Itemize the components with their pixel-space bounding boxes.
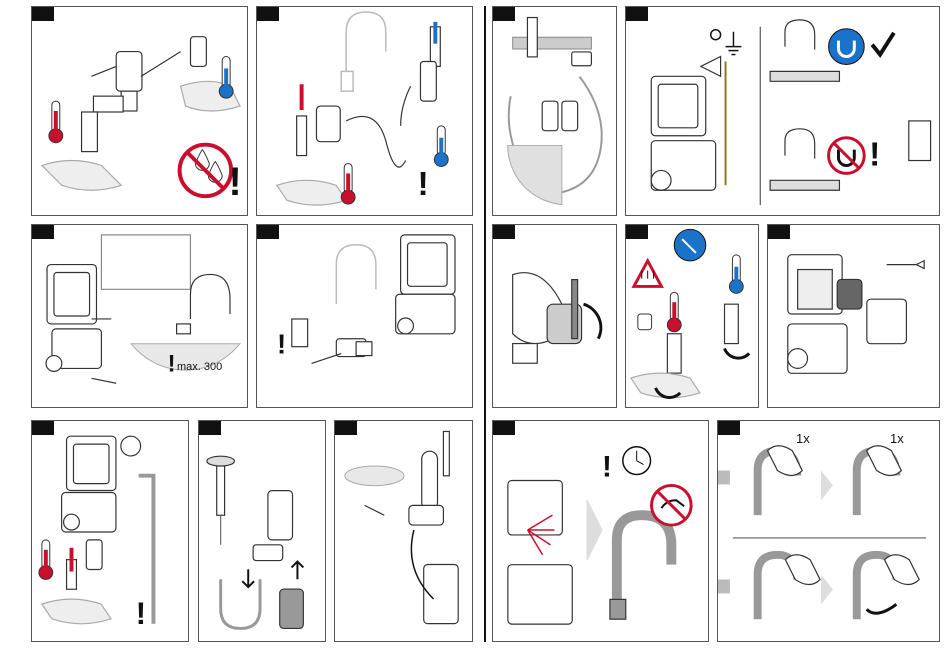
step-panel-12 bbox=[767, 224, 940, 408]
svg-text:!: ! bbox=[168, 351, 176, 377]
touch-operation-illustration bbox=[718, 421, 939, 641]
filter-hose-illustration: ! bbox=[32, 421, 188, 641]
exclamation-icon: ! bbox=[869, 136, 880, 173]
magnet-icon bbox=[829, 29, 865, 65]
grounding-illustration: ! bbox=[626, 7, 939, 215]
exclamation-icon: ! bbox=[168, 351, 176, 377]
hot-surface-warning-icon bbox=[634, 261, 662, 287]
thermometer-cold-icon bbox=[434, 126, 448, 167]
svg-text:!: ! bbox=[277, 329, 286, 360]
step-panel-3: ! max. 300 bbox=[31, 224, 248, 408]
thermometer-hot-icon bbox=[49, 101, 63, 143]
step-panel-4: ! bbox=[256, 224, 473, 408]
cable-connection-illustration bbox=[335, 421, 472, 641]
svg-text:!: ! bbox=[136, 595, 147, 631]
step-panel-13: ! bbox=[492, 420, 709, 642]
thermometer-hot-icon bbox=[39, 540, 53, 579]
thumbs-up-icon bbox=[638, 314, 652, 330]
spray-icon bbox=[674, 229, 706, 261]
temperature-setting-illustration bbox=[626, 225, 758, 407]
exclamation-icon: ! bbox=[602, 451, 612, 484]
valve-assembly-illustration: ! bbox=[257, 225, 472, 407]
thermometer-cold-icon bbox=[729, 255, 743, 293]
valve-installation-illustration: ! bbox=[32, 7, 247, 215]
step-panel-5: ! bbox=[31, 420, 189, 642]
step-panel-1: ! bbox=[31, 6, 248, 216]
exclamation-icon: ! bbox=[136, 595, 147, 631]
press-count-label: 1x bbox=[890, 431, 904, 446]
step-panel-6 bbox=[198, 420, 326, 642]
checkmark-icon bbox=[872, 33, 894, 55]
section-divider bbox=[484, 6, 486, 642]
thermometer-hot-icon bbox=[667, 292, 681, 331]
calibration-illustration: ! bbox=[493, 421, 708, 641]
step-panel-10 bbox=[492, 224, 617, 408]
step-panel-8 bbox=[492, 6, 617, 216]
battery-replacement-illustration bbox=[768, 225, 939, 407]
ground-symbol-icon bbox=[711, 30, 742, 55]
max-height-label: max. 300 bbox=[177, 361, 222, 373]
faucet-mounting-illustration bbox=[493, 7, 616, 215]
control-box-mounting-illustration: ! bbox=[32, 225, 247, 407]
thermometer-hot-icon bbox=[341, 163, 355, 204]
hose-connection-illustration: ! bbox=[257, 7, 472, 215]
press-count-label: 1x bbox=[796, 431, 810, 446]
step-panel-9: ! bbox=[625, 6, 940, 216]
svg-text:!: ! bbox=[869, 136, 880, 173]
svg-text:!: ! bbox=[602, 451, 612, 484]
step-panel-2: ! bbox=[256, 6, 473, 216]
lever-handle-illustration bbox=[493, 225, 616, 407]
step-panel-14: 1x 1x bbox=[717, 420, 940, 642]
clock-icon bbox=[623, 447, 651, 475]
exclamation-icon: ! bbox=[417, 166, 428, 203]
no-touch-icon bbox=[652, 485, 692, 525]
no-magnet-icon bbox=[829, 138, 865, 174]
svg-text:!: ! bbox=[228, 160, 241, 204]
thermometer-cold-icon bbox=[219, 57, 233, 99]
step-panel-7 bbox=[334, 420, 473, 642]
no-drip-icon bbox=[180, 145, 232, 197]
exclamation-icon: ! bbox=[277, 329, 286, 360]
quick-connector-illustration bbox=[199, 421, 325, 641]
svg-text:!: ! bbox=[417, 166, 428, 203]
step-panel-11 bbox=[625, 224, 759, 408]
